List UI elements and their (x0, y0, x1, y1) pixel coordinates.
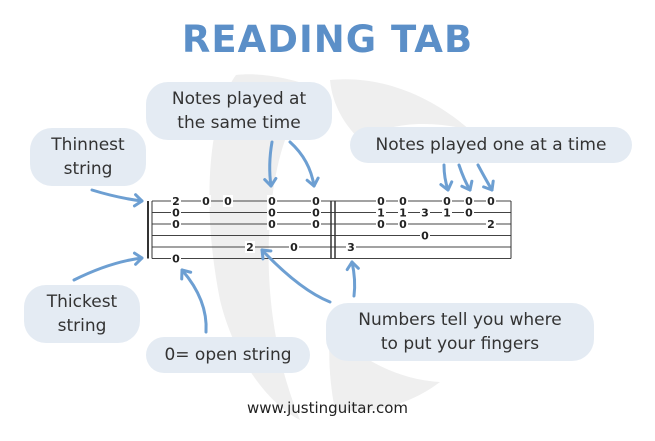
label-thinnest-line-2: string (63, 159, 113, 179)
tab-note-bg (420, 229, 430, 242)
label-same-time-line-1: Notes played at (171, 89, 307, 109)
tab-note: 0 (421, 230, 429, 243)
tab-note: 0 (312, 195, 320, 208)
tab-note: 0 (202, 195, 210, 208)
tab-note-bg (486, 195, 496, 207)
tab-note: 0 (224, 195, 232, 208)
tab-staff (147, 200, 512, 259)
tab-note-bg (442, 195, 452, 207)
label-one-at-a-time-line-1: Notes played one at a time (375, 135, 607, 155)
tab-note-bg (376, 218, 386, 230)
tab-note-bg (267, 218, 277, 230)
watermark-shape-bottom (329, 330, 440, 412)
tab-note-bg (311, 206, 321, 219)
tab-note-bg (464, 206, 474, 219)
tab-note: 2 (172, 195, 180, 208)
tab-note: 2 (246, 241, 254, 254)
label-numbers-line-1: Numbers tell you where (358, 310, 562, 330)
tab-note-bg (398, 218, 408, 230)
arrow-head (345, 260, 360, 272)
tab-note: 0 (399, 195, 407, 208)
tab-note: 0 (172, 253, 180, 266)
tab-note: 0 (443, 195, 451, 208)
tab-note-bg (171, 206, 181, 219)
tab-note-bg (464, 195, 474, 207)
arrow-line (268, 140, 274, 188)
tab-note: 0 (290, 241, 298, 254)
label-open-string: 0= open string (146, 337, 310, 373)
arrow-line (90, 188, 144, 203)
tab-note-bg (398, 195, 408, 207)
watermark-shape-right (330, 79, 470, 140)
tab-note: 0 (268, 195, 276, 208)
tab-note: 0 (172, 218, 180, 231)
tab-note: 0 (312, 207, 320, 220)
arrow-line (72, 256, 144, 282)
tab-note: 1 (443, 207, 451, 220)
tab-note-bg (171, 252, 181, 265)
label-thinnest-string: Thinnest string (30, 128, 146, 186)
arrow-line (350, 260, 357, 298)
tab-note: 3 (421, 207, 429, 220)
arrow-line (180, 268, 208, 334)
tab-note-bg (267, 206, 277, 219)
label-same-time-line-2: the same time (177, 113, 301, 133)
tab-note: 0 (312, 218, 320, 231)
tab-note-bg (201, 195, 211, 207)
label-numbers-fingers: Numbers tell you where to put your finge… (326, 303, 594, 361)
tab-note-bg (311, 195, 321, 207)
tab-note: 0 (268, 207, 276, 220)
tab-note-bg (245, 241, 255, 253)
annotation-arrows (72, 140, 495, 334)
tab-note-bg (289, 241, 299, 253)
label-thinnest-line-1: Thinnest (51, 135, 125, 155)
arrow-line (260, 248, 332, 304)
tab-note: 2 (487, 218, 495, 231)
tab-note: 0 (172, 207, 180, 220)
label-same-time: Notes played at the same time (146, 82, 332, 140)
tab-note-bg (171, 218, 181, 230)
tab-note-bg (442, 206, 452, 219)
tab-note: 0 (465, 207, 473, 220)
arrow-head (482, 179, 495, 192)
tab-note-bg (346, 241, 356, 253)
arrow-head (132, 251, 144, 266)
footer-url: www.justinguitar.com (246, 399, 409, 417)
tab-note: 0 (268, 218, 276, 231)
arrow-head (263, 176, 278, 188)
arrow-head (132, 193, 144, 208)
tab-note: 0 (465, 195, 473, 208)
tab-note: 1 (377, 207, 385, 220)
tab-note-bg (376, 195, 386, 207)
tab-note-bg (376, 206, 386, 219)
tab-note-bg (398, 206, 408, 219)
arrow-head (180, 268, 193, 281)
tab-note-bg (311, 218, 321, 230)
tab-note: 0 (399, 218, 407, 231)
tab-note-bg (267, 195, 277, 207)
arrow-head (460, 179, 474, 192)
label-numbers-line-2: to put your fingers (380, 334, 540, 354)
arrow-head (439, 180, 454, 192)
tab-note: 0 (377, 218, 385, 231)
tab-note-bg (486, 218, 496, 230)
label-one-at-a-time: Notes played one at a time (350, 127, 632, 163)
tab-note-bg (171, 195, 181, 207)
arrow-line (288, 140, 316, 188)
label-thickest-string: Thickest string (24, 285, 140, 343)
arrow-head (260, 248, 273, 261)
tab-note-bg (223, 195, 233, 207)
tab-note: 0 (487, 195, 495, 208)
tab-note: 1 (399, 207, 407, 220)
label-thickest-line-2: string (57, 316, 107, 336)
tab-note: 0 (377, 195, 385, 208)
tab-note: 3 (347, 241, 355, 254)
page-title: READING TAB (181, 18, 474, 61)
tab-note-bg (420, 206, 430, 219)
label-thickest-line-1: Thickest (46, 292, 118, 312)
label-open-string-line-1: 0= open string (164, 345, 292, 365)
arrow-head (305, 176, 320, 188)
